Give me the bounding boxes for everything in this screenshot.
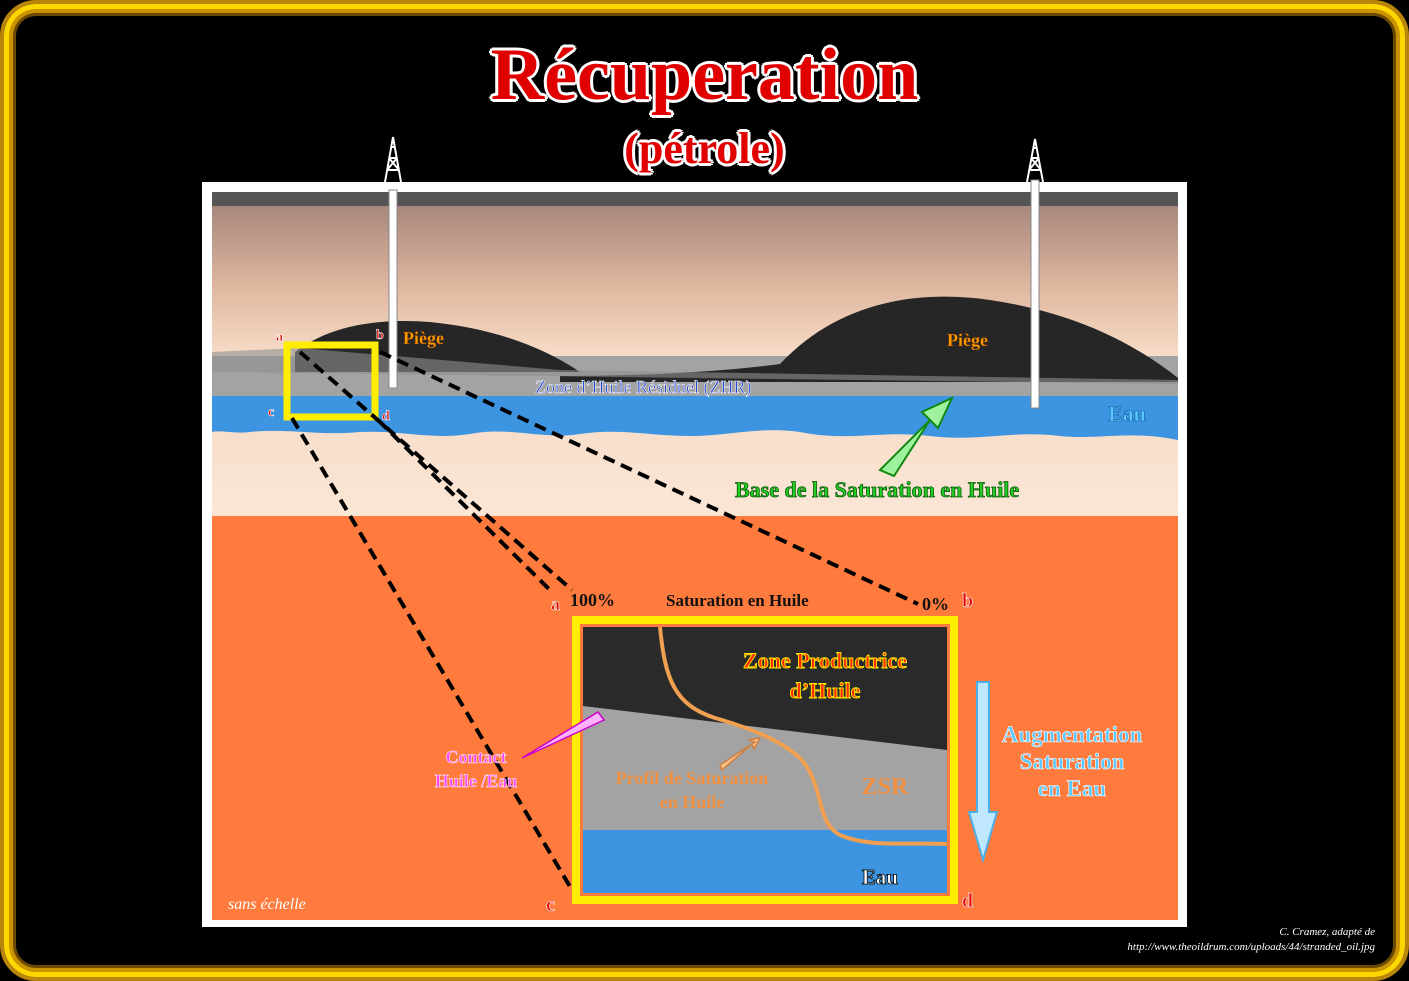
saturation-axis-label: Saturation en Huile <box>666 591 809 610</box>
corner-label-c: c <box>268 405 274 420</box>
surface-band <box>212 192 1178 206</box>
zhr-label: Zone d’Huile Résiduel (ZHR) <box>535 377 751 398</box>
derrick-icon <box>384 136 402 183</box>
corner-label-d: d <box>382 409 390 424</box>
percent-100-label: 100% <box>570 590 615 610</box>
trap-right <box>560 296 1178 382</box>
contact-label-line2: Huile /Eau <box>435 771 518 791</box>
zoom-frame <box>572 616 958 904</box>
credit-line-2: http://www.theoildrum.com/uploads/44/str… <box>1127 941 1375 953</box>
water-label-zoom: Eau <box>862 865 899 889</box>
zoom-inset <box>572 616 958 904</box>
page-title: Récuperation <box>490 34 919 116</box>
trap-label-left: Piège <box>403 328 444 348</box>
corner-label-a: a <box>276 330 283 345</box>
base-saturation-label: Base de la Saturation en Huile <box>735 477 1019 502</box>
scale-note: sans échelle <box>228 896 306 913</box>
saturation-profile-curve <box>658 627 947 846</box>
selection-box <box>283 341 379 421</box>
profile-label-line1: Profil de Saturation <box>616 768 769 788</box>
productive-zone-label-line2: d’Huile <box>790 678 861 703</box>
productive-zone-label-line1: Zone Productrice <box>743 648 907 673</box>
arrow-icon <box>967 681 999 864</box>
increase-label-line3: en Eau <box>1038 776 1107 801</box>
zoom-corner-b: b <box>962 590 973 612</box>
zoom-corner-c: c <box>546 894 555 916</box>
zsr-label: ZSR <box>862 774 909 800</box>
derrick-icon <box>1026 138 1044 183</box>
zoom-corner-a: a <box>551 594 560 614</box>
increase-label-line2: Saturation <box>1020 749 1125 774</box>
well-right <box>1030 179 1040 409</box>
corner-label-b: b <box>376 328 384 343</box>
zoom-corner-d: d <box>962 890 973 912</box>
residual-saturation-zone <box>583 706 947 830</box>
trap-label-right: Piège <box>947 330 988 350</box>
contact-pointer <box>521 711 606 759</box>
page-subtitle: (pétrole) <box>624 124 785 173</box>
arrow-icon <box>878 395 955 478</box>
source-credit: C. Cramez, adapté de http://www.theoildr… <box>1127 925 1375 955</box>
projection-lines <box>290 350 919 892</box>
contact-label-line1: Contact <box>446 747 507 767</box>
water-label-top: Eau <box>1108 401 1146 426</box>
water-zone <box>583 830 947 893</box>
well-left <box>388 189 398 389</box>
increase-label-line1: Augmentation <box>1002 722 1143 747</box>
profile-label-line2: en Huile <box>660 792 725 812</box>
arrow-icon <box>719 737 762 772</box>
credit-line-1: C. Cramez, adapté de <box>1279 926 1375 938</box>
percent-0-label: 0% <box>922 594 949 614</box>
